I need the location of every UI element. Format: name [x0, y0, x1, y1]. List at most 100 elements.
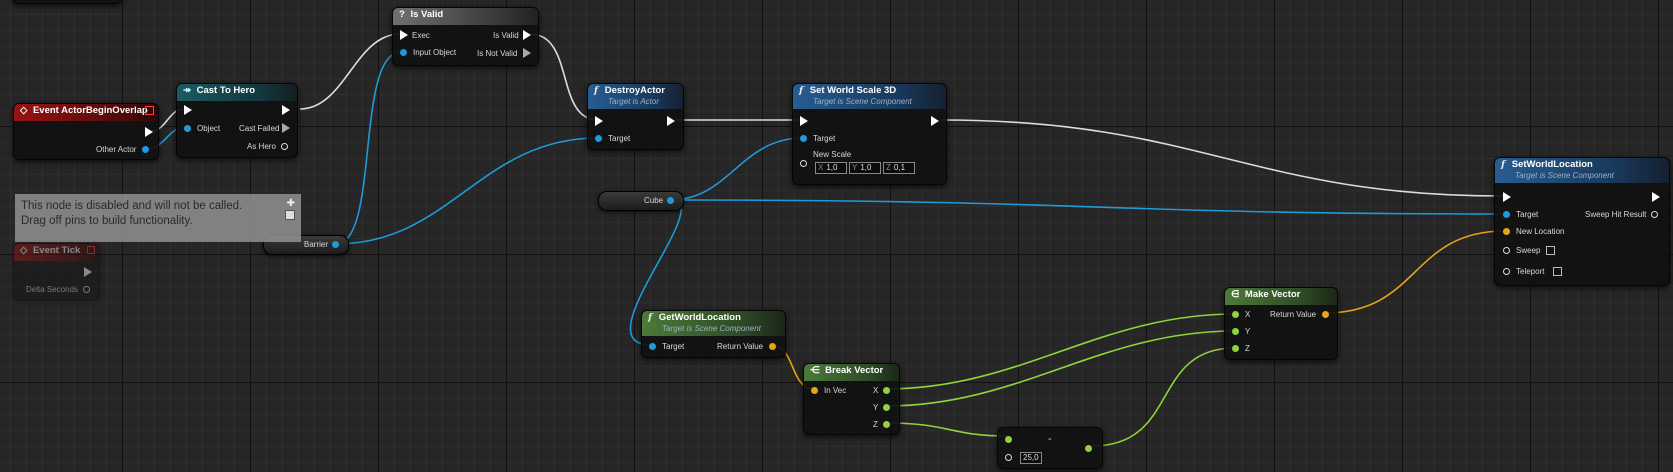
- node-subtitle: Target is Actor: [608, 97, 659, 106]
- node-header: ? Is Valid: [393, 8, 538, 25]
- set-world-scale-3d-node[interactable]: f Set World Scale 3D Target is Scene Com…: [792, 83, 947, 185]
- exec-out-pin[interactable]: [84, 267, 92, 277]
- return-value-pin[interactable]: [1322, 311, 1329, 318]
- delegate-icon: [145, 106, 154, 115]
- exec-in-pin[interactable]: [1503, 192, 1511, 202]
- other-actor-pin[interactable]: [142, 146, 149, 153]
- exec-out-pin[interactable]: [931, 116, 939, 126]
- event-actor-begin-overlap-node[interactable]: ◇ Event ActorBeginOverlap Other Actor: [13, 103, 159, 160]
- event-icon: ◇: [20, 245, 28, 256]
- new-location-pin[interactable]: [1503, 228, 1510, 235]
- node-title: Break Vector: [825, 365, 884, 376]
- object-wire: [335, 51, 402, 245]
- new-scale-pin[interactable]: [800, 160, 807, 167]
- node-title: Set World Scale 3D: [809, 85, 897, 96]
- function-icon: f: [1501, 159, 1506, 170]
- exec-out-pin[interactable]: [667, 116, 675, 126]
- pin-label: Z: [1245, 344, 1250, 353]
- exec-in-pin[interactable]: [800, 116, 808, 126]
- get-world-location-node[interactable]: f GetWorldLocation Target is Scene Compo…: [641, 310, 786, 358]
- float-wire: [1091, 347, 1236, 447]
- exec-out-pin[interactable]: [282, 105, 290, 115]
- cast-failed-pin[interactable]: [282, 123, 290, 133]
- sweep-checkbox[interactable]: [1546, 246, 1555, 255]
- destroy-actor-node[interactable]: f DestroyActor Target is Actor Target: [587, 83, 684, 150]
- cropped-node[interactable]: [12, 0, 122, 4]
- pin-icon[interactable]: ✚: [286, 198, 295, 209]
- exec-out-pin[interactable]: [145, 127, 153, 137]
- y-pin[interactable]: [1232, 328, 1239, 335]
- pin-label: Other Actor: [96, 145, 137, 154]
- sweep-hit-result-pin[interactable]: [1651, 211, 1658, 218]
- input-object-pin[interactable]: [400, 49, 407, 56]
- node-subtitle: Target is Scene Component: [1515, 171, 1614, 180]
- cube-variable-node[interactable]: Cube: [598, 191, 684, 211]
- barrier-pin[interactable]: [332, 241, 339, 248]
- target-pin[interactable]: [595, 135, 602, 142]
- x-pin[interactable]: [1232, 311, 1239, 318]
- return-value-pin[interactable]: [769, 343, 776, 350]
- subtract-node[interactable]: - 25,0: [997, 427, 1103, 469]
- comment-line-1: This node is disabled and will not be ca…: [21, 200, 243, 212]
- teleport-checkbox[interactable]: [1553, 267, 1562, 276]
- node-header: f GetWorldLocation Target is Scene Compo…: [642, 311, 785, 336]
- exec-in-pin[interactable]: [400, 30, 408, 40]
- target-pin[interactable]: [800, 135, 807, 142]
- save-icon[interactable]: [285, 210, 295, 220]
- is-valid-node[interactable]: ? Is Valid Exec Is Valid Input Object Is…: [392, 7, 539, 66]
- make-vector-node[interactable]: ⋳ Make Vector X Return Value Y Z: [1224, 287, 1338, 360]
- exec-in-pin[interactable]: [595, 116, 603, 126]
- delta-seconds-pin[interactable]: [83, 286, 90, 293]
- result-pin[interactable]: [1085, 445, 1092, 452]
- pin-label: Sweep: [1516, 246, 1541, 255]
- pin-label: Return Value: [1270, 310, 1317, 319]
- set-world-location-node[interactable]: f SetWorldLocation Target is Scene Compo…: [1494, 157, 1670, 286]
- exec-in-pin[interactable]: [184, 105, 192, 115]
- node-title: Event Tick: [32, 245, 81, 256]
- event-icon: ◇: [20, 105, 28, 116]
- cube-pin[interactable]: [667, 197, 674, 204]
- node-header: f DestroyActor Target is Actor: [588, 84, 683, 109]
- in-vec-pin[interactable]: [811, 387, 818, 394]
- exec-wire: [299, 33, 401, 110]
- sweep-pin[interactable]: [1503, 247, 1510, 254]
- break-vector-node[interactable]: ⋲ Break Vector In Vec X Y Z: [803, 363, 900, 435]
- struct-icon: ⋲: [810, 365, 820, 376]
- as-hero-pin[interactable]: [281, 143, 288, 150]
- cast-to-hero-node[interactable]: ↠ Cast To Hero Object Cast Failed As Her…: [176, 83, 298, 158]
- b-pin[interactable]: [1005, 454, 1012, 461]
- node-header: f Set World Scale 3D Target is Scene Com…: [793, 84, 946, 109]
- target-pin[interactable]: [1503, 211, 1510, 218]
- pin-label: Y: [873, 403, 879, 412]
- node-title: Event ActorBeginOverlap: [32, 105, 148, 116]
- node-header: ⋲ Break Vector: [804, 364, 899, 381]
- pin-label: X: [873, 386, 879, 395]
- event-tick-node[interactable]: ◇ Event Tick Delta Seconds: [13, 243, 100, 300]
- pin-label: Object: [197, 124, 221, 133]
- node-header: ◇ Event Tick: [14, 244, 99, 261]
- is-not-valid-pin[interactable]: [523, 48, 531, 58]
- is-valid-pin[interactable]: [523, 30, 531, 40]
- z-pin[interactable]: [883, 421, 890, 428]
- node-title: Cast To Hero: [196, 85, 256, 96]
- float-wire: [885, 330, 1236, 407]
- macro-icon: ?: [399, 9, 405, 20]
- subtract-value-field[interactable]: 25,0: [1020, 452, 1042, 464]
- y-pin[interactable]: [883, 404, 890, 411]
- object-pin[interactable]: [184, 125, 191, 132]
- pin-label: Delta Seconds: [26, 285, 79, 294]
- x-pin[interactable]: [883, 387, 890, 394]
- teleport-pin[interactable]: [1503, 268, 1510, 275]
- target-pin[interactable]: [649, 343, 656, 350]
- z-pin[interactable]: [1232, 345, 1239, 352]
- node-subtitle: Target is Scene Component: [813, 97, 912, 106]
- a-pin[interactable]: [1005, 436, 1012, 443]
- node-title: DestroyActor: [604, 85, 665, 96]
- pin-label: Z: [873, 420, 878, 429]
- exec-out-pin[interactable]: [1652, 192, 1660, 202]
- variable-label: Cube: [644, 196, 664, 205]
- float-wire: [885, 422, 1008, 437]
